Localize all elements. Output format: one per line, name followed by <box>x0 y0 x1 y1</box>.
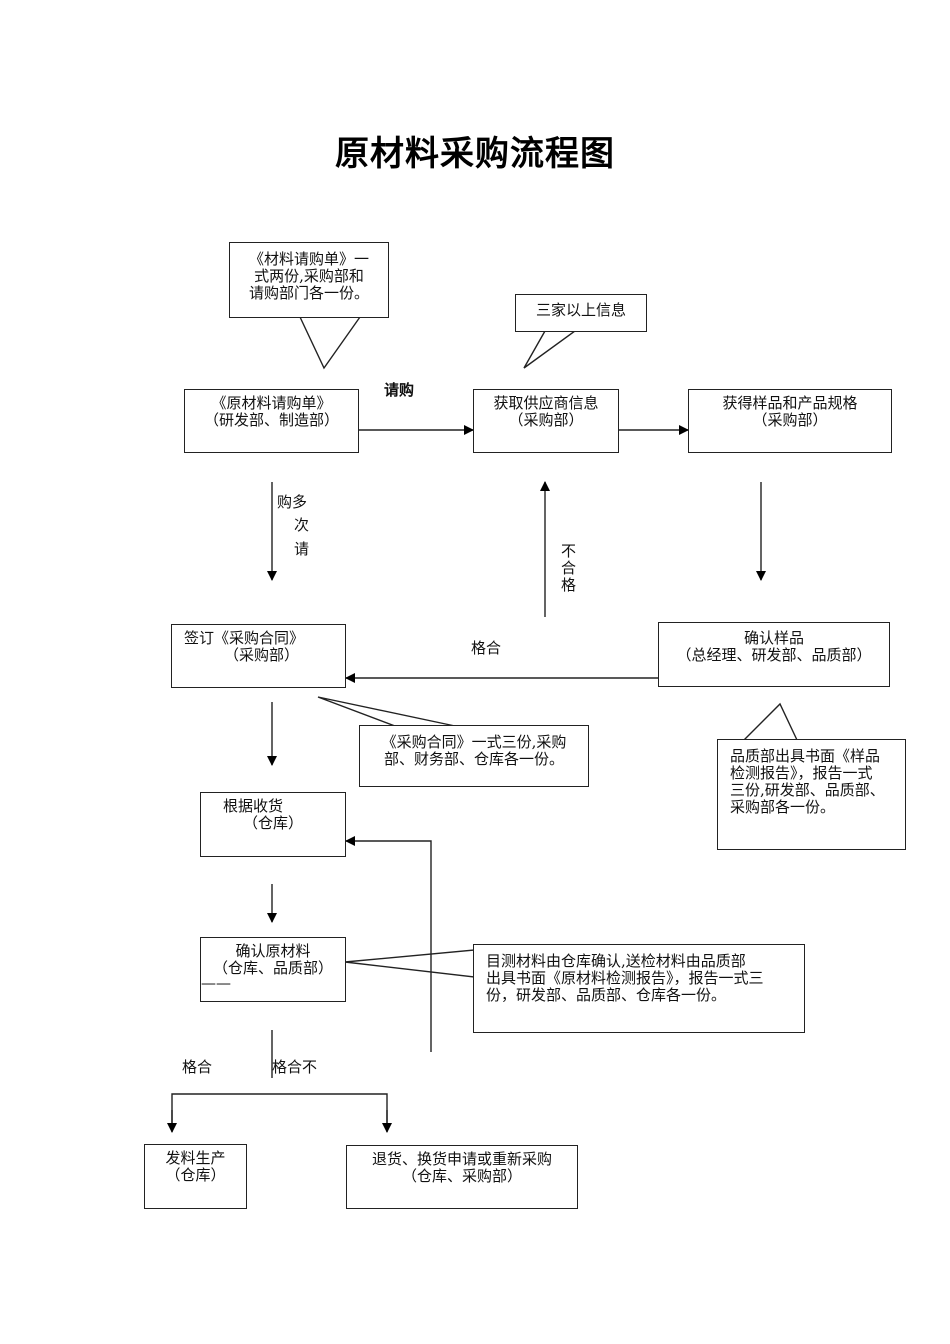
arrow-return-to-receive <box>345 836 432 1052</box>
node-issue-production[interactable]: 发料生产 （仓库） <box>144 1144 247 1209</box>
callout-tail-suppliers <box>523 330 578 369</box>
callout-request-copies: 《材料请购单》一 式两份,采购部和 请购部门各一份。 <box>229 242 389 318</box>
label-multiple-requests-1: 购多 <box>277 493 308 511</box>
node-supplier-info[interactable]: 获取供应商信息 （采购部） <box>473 389 619 453</box>
label-qualified-material: 格合 <box>182 1058 213 1076</box>
callout-tail-request <box>298 316 362 370</box>
node-confirm-samples[interactable]: 确认样品 （总经理、研发部、品质部） <box>658 622 890 687</box>
callout-sample-report: 品质部出具书面《样品 检测报告》，报告一式 三份,研发部、品质部、 采购部各一份… <box>717 739 906 850</box>
label-multiple-requests-2: 次 <box>294 516 310 534</box>
callout-tail-contract <box>317 696 456 727</box>
callout-material-report: 目测材料由仓库确认,送检材料由品质部 出具书面《原材料检测报告》，报告一式三 份… <box>473 944 805 1033</box>
label-unqualified-1: 不 <box>561 542 577 560</box>
label-purchase-request: 请购 <box>384 381 415 399</box>
node-return-exchange[interactable]: 退货、换货申请或重新采购 （仓库、采购部） <box>346 1145 578 1209</box>
callout-tail-sample <box>742 702 799 741</box>
node-request-form[interactable]: 《原材料请购单》 （研发部、制造部） <box>184 389 359 453</box>
node-receive-goods[interactable]: 根据收货 （仓库） <box>200 792 346 857</box>
label-unqualified-3: 格 <box>561 576 577 594</box>
label-unqualified-material: 格合不 <box>272 1058 318 1076</box>
callout-contract-copies: 《采购合同》一式三份,采购 部、财务部、仓库各一份。 <box>359 725 589 787</box>
node-samples-specs[interactable]: 获得样品和产品规格 （采购部） <box>688 389 892 453</box>
label-multiple-requests-3: 请 <box>294 540 310 558</box>
branch-bar <box>171 1093 388 1128</box>
label-unqualified-2: 合 <box>561 559 577 577</box>
node-confirm-material[interactable]: 确认原材料 （仓库、品质部） —— <box>200 937 346 1002</box>
callout-tail-material <box>344 949 475 978</box>
page-title: 原材料采购流程图 <box>335 134 615 174</box>
label-qualified-samples: 格合 <box>471 639 502 657</box>
node-sign-contract[interactable]: 签订《采购合同》 （采购部） <box>171 624 346 688</box>
callout-three-suppliers: 三家以上信息 <box>515 294 647 332</box>
